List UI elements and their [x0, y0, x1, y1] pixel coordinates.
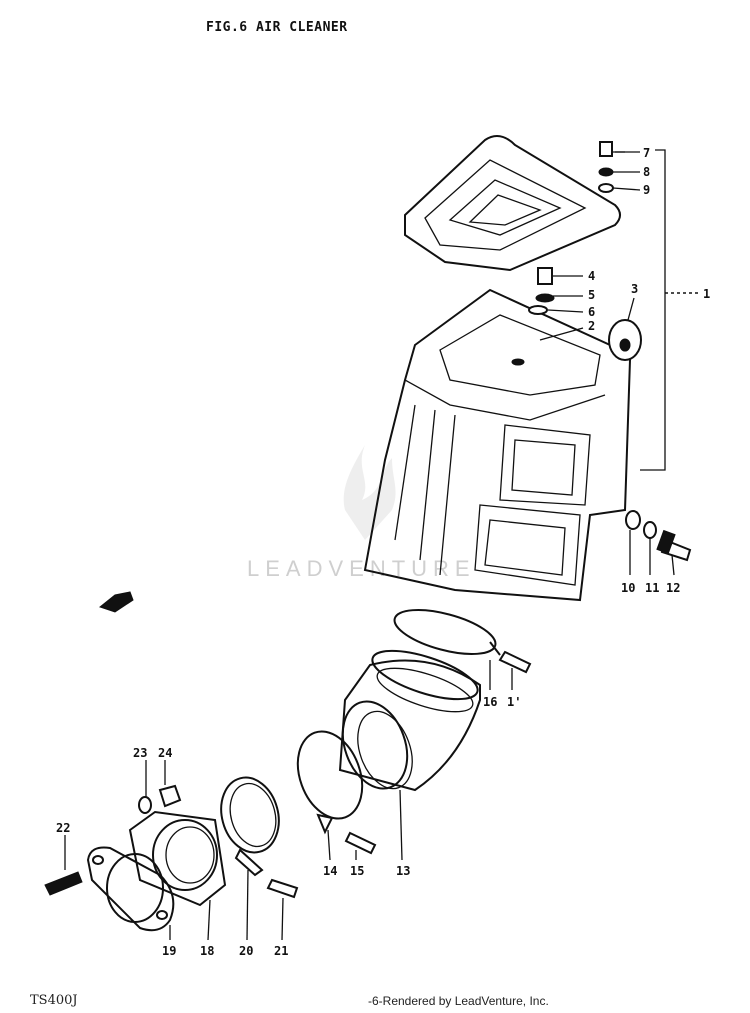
stud-22	[44, 871, 83, 896]
model-code: TS400J	[30, 993, 78, 1008]
callout-8: 8	[643, 165, 650, 179]
callout-5: 5	[588, 288, 595, 302]
callout-14: 14	[323, 864, 337, 878]
air-cleaner-case	[363, 288, 632, 602]
clamp-16	[393, 609, 501, 656]
callout-23: 23	[133, 746, 147, 760]
callout-12: 12	[666, 581, 680, 595]
bolt-7-8-9	[598, 141, 614, 193]
callout-22: 22	[56, 821, 70, 835]
watermark-logo	[343, 445, 396, 540]
callout-24: 24	[158, 746, 172, 760]
bolt-4	[528, 267, 555, 315]
carb-joint-18	[128, 810, 227, 907]
grommet-3	[608, 319, 642, 361]
callout-21: 21	[274, 944, 288, 958]
bolt-21	[266, 878, 299, 899]
callout-11: 11	[645, 581, 659, 595]
fasteners-10-11-12	[625, 510, 692, 562]
cover-plate	[404, 135, 621, 272]
callout-3: 3	[631, 282, 638, 296]
callout-4: 4	[588, 269, 595, 283]
callout-10: 10	[621, 581, 635, 595]
watermark: LEADVENTURE	[247, 556, 476, 581]
leader-lines	[64, 151, 675, 941]
callout-17: 1'	[507, 695, 521, 709]
callout-9: 9	[643, 183, 650, 197]
callout-6: 6	[588, 305, 595, 319]
front-arrow	[98, 591, 134, 613]
callout-18: 18	[200, 944, 214, 958]
callout-19: 19	[162, 944, 176, 958]
callout-13: 13	[396, 864, 410, 878]
callout-2: 2	[588, 319, 595, 333]
clamp-14	[296, 730, 364, 835]
callout-7: 7	[643, 146, 650, 160]
callout-20: 20	[239, 944, 253, 958]
callout-numbers: 1 2 3 4 5 6 7 8 9 10 11 12 13 14 15 16 1…	[56, 146, 710, 958]
callout-16: 16	[483, 695, 497, 709]
bolt-15	[344, 831, 377, 855]
intake-duct-13	[338, 649, 481, 792]
gasket-19	[86, 846, 175, 932]
nut-24-washer-23	[138, 784, 182, 814]
bolt-17	[498, 650, 532, 674]
callout-1: 1	[703, 287, 710, 301]
render-credit: -6-Rendered by LeadVenture, Inc.	[368, 994, 549, 1008]
clamp-20	[220, 776, 280, 877]
callout-15: 15	[350, 864, 364, 878]
figure-title: FIG.6 AIR CLEANER	[206, 20, 348, 35]
